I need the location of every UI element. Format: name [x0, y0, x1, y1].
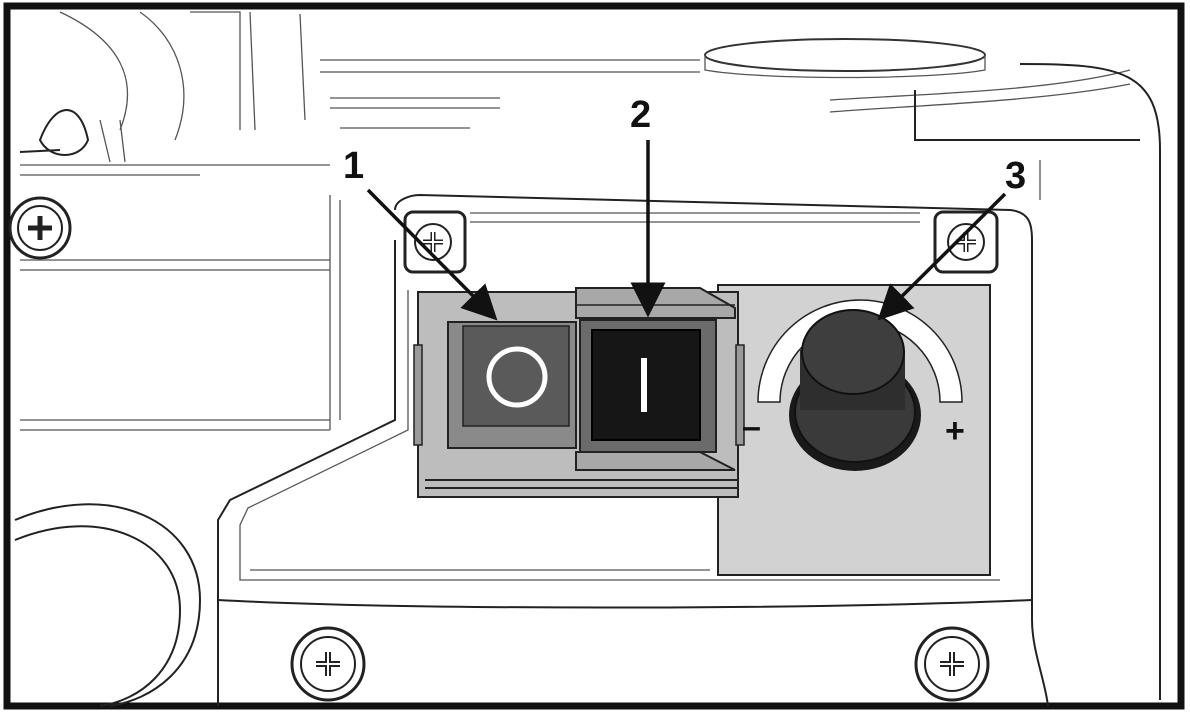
- screw-bottom-right-icon: [914, 626, 990, 702]
- control-panel: – +: [413, 284, 991, 576]
- dial-plus-label: +: [945, 412, 965, 450]
- screw-top-left-icon: [403, 210, 467, 274]
- adjustment-knob[interactable]: [789, 309, 921, 471]
- callout-3: 3: [877, 155, 1026, 321]
- dial-minus-label: –: [742, 408, 761, 446]
- switch-off-button[interactable]: [447, 321, 577, 449]
- screw-bottom-left-icon: [290, 626, 366, 702]
- switch-on-button[interactable]: [579, 319, 717, 453]
- callout-3-label: 3: [1005, 155, 1026, 197]
- callout-1-arrow: [366, 188, 498, 321]
- callout-2-label: 2: [630, 94, 651, 136]
- screw-top-right-icon: [933, 210, 999, 274]
- diagram-frame: [3, 2, 1185, 710]
- machine-housing: [8, 11, 1161, 707]
- off-symbol-icon: [486, 346, 548, 408]
- callout-1-label: 1: [343, 145, 364, 187]
- on-symbol-icon: [641, 358, 647, 412]
- callout-3-arrow: [877, 192, 1007, 321]
- callout-2: 2: [630, 94, 666, 318]
- callout-1: 1: [343, 145, 498, 321]
